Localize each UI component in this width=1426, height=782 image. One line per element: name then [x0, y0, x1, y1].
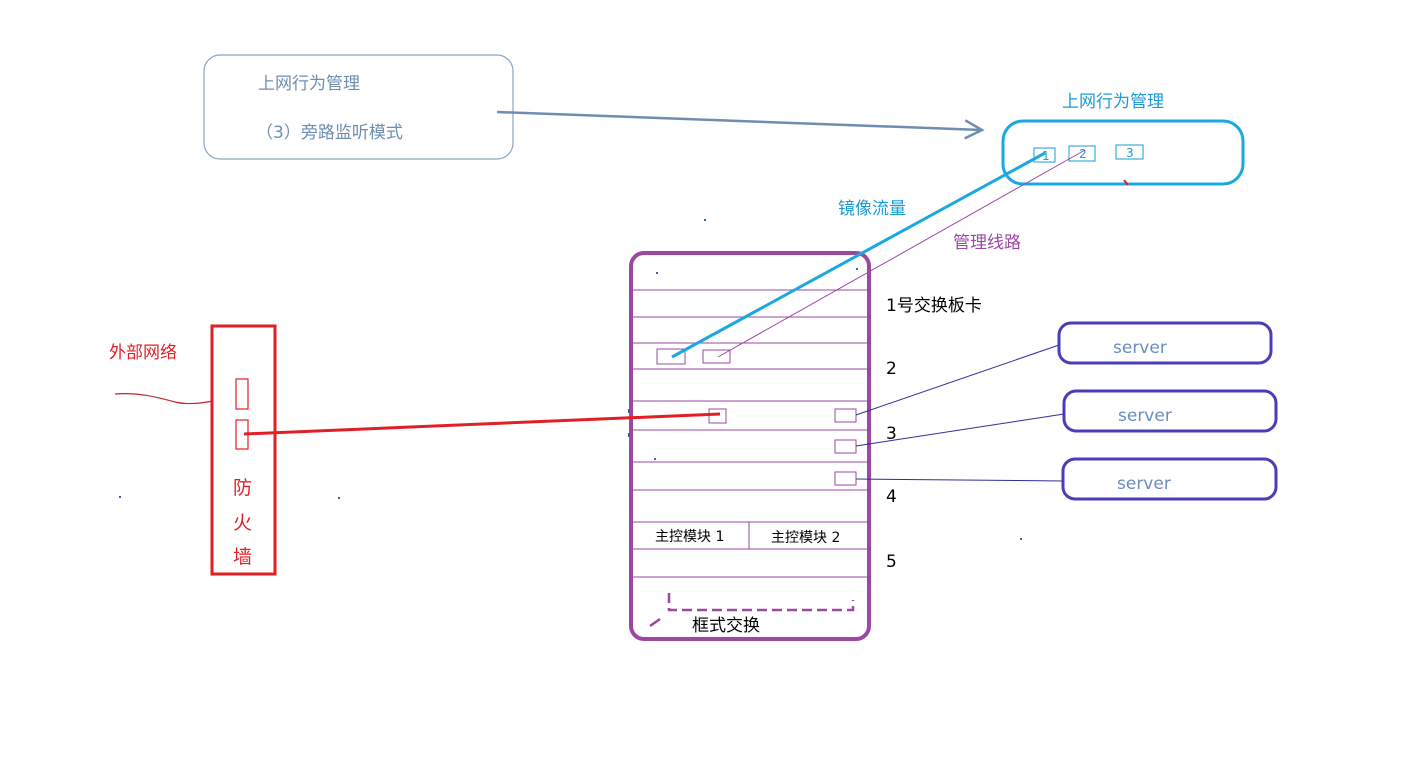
behavior-port-1: 1	[1033, 147, 1056, 163]
chassis-switch-caption: 框式交换	[692, 616, 760, 636]
server-3: server	[1061, 457, 1278, 501]
switch-port-server-3	[834, 471, 857, 486]
server-1-link	[855, 344, 1060, 416]
server-3-label: server	[1117, 474, 1171, 494]
card-label-5: 5	[886, 552, 897, 572]
note-box: 上网行为管理 （3）旁路监听模式	[203, 54, 514, 160]
behavior-port-2-label: 2	[1079, 147, 1087, 161]
behavior-port-1-label: 1	[1042, 149, 1050, 163]
switch-ports	[656, 348, 857, 486]
note-box-mode: （3）旁路监听模式	[256, 123, 403, 143]
external-network-label: 外部网络	[109, 343, 177, 363]
control-module-1: 主控模块 1	[655, 529, 724, 545]
switch-dashed-bracket	[667, 593, 855, 612]
management-line-label: 管理线路	[953, 233, 1021, 253]
firewall-uplink	[243, 412, 721, 436]
mirror-traffic-label: 镜像流量	[838, 199, 906, 219]
server-2-label: server	[1118, 406, 1172, 426]
behavior-port-2: 2	[1068, 145, 1096, 162]
control-module-2: 主控模块 2	[771, 530, 840, 546]
management-link	[717, 149, 1086, 358]
server-1: server	[1057, 321, 1273, 365]
server-2-link	[855, 413, 1065, 447]
note-box-title: 上网行为管理	[258, 74, 360, 94]
switch-port-uplink	[708, 408, 727, 424]
firewall-char-3: 墙	[233, 546, 252, 568]
mirror-traffic-link	[671, 151, 1046, 359]
card-label-4: 4	[886, 487, 897, 507]
chassis-switch: 主控模块 1 主控模块 2 框式交换	[629, 251, 871, 641]
switch-port-management	[702, 349, 731, 364]
behavior-device-label: 上网行为管理	[1062, 92, 1164, 112]
server-1-label: server	[1113, 338, 1167, 358]
card-label-2: 2	[886, 359, 897, 379]
server-3-link	[855, 478, 1064, 482]
switch-slot-dividers	[633, 289, 867, 578]
firewall: 防 火 墙	[210, 324, 277, 576]
switch-port-mirror	[656, 348, 686, 365]
stray-dots	[119, 219, 1022, 540]
behavior-management-device: 上网行为管理 1 2 3	[1001, 92, 1245, 186]
server-2: server	[1062, 389, 1278, 433]
note-arrow	[496, 110, 985, 140]
switch-port-server-1	[834, 408, 857, 423]
card-label-1: 1号交换板卡	[886, 296, 982, 316]
behavior-port-3-label: 3	[1126, 146, 1134, 160]
behavior-port-3: 3	[1115, 144, 1144, 160]
switch-port-server-2	[834, 439, 857, 454]
firewall-char-1: 防	[233, 477, 252, 499]
card-label-3: 3	[886, 424, 897, 444]
firewall-char-2: 火	[233, 512, 252, 534]
firewall-port-outside	[235, 378, 249, 410]
